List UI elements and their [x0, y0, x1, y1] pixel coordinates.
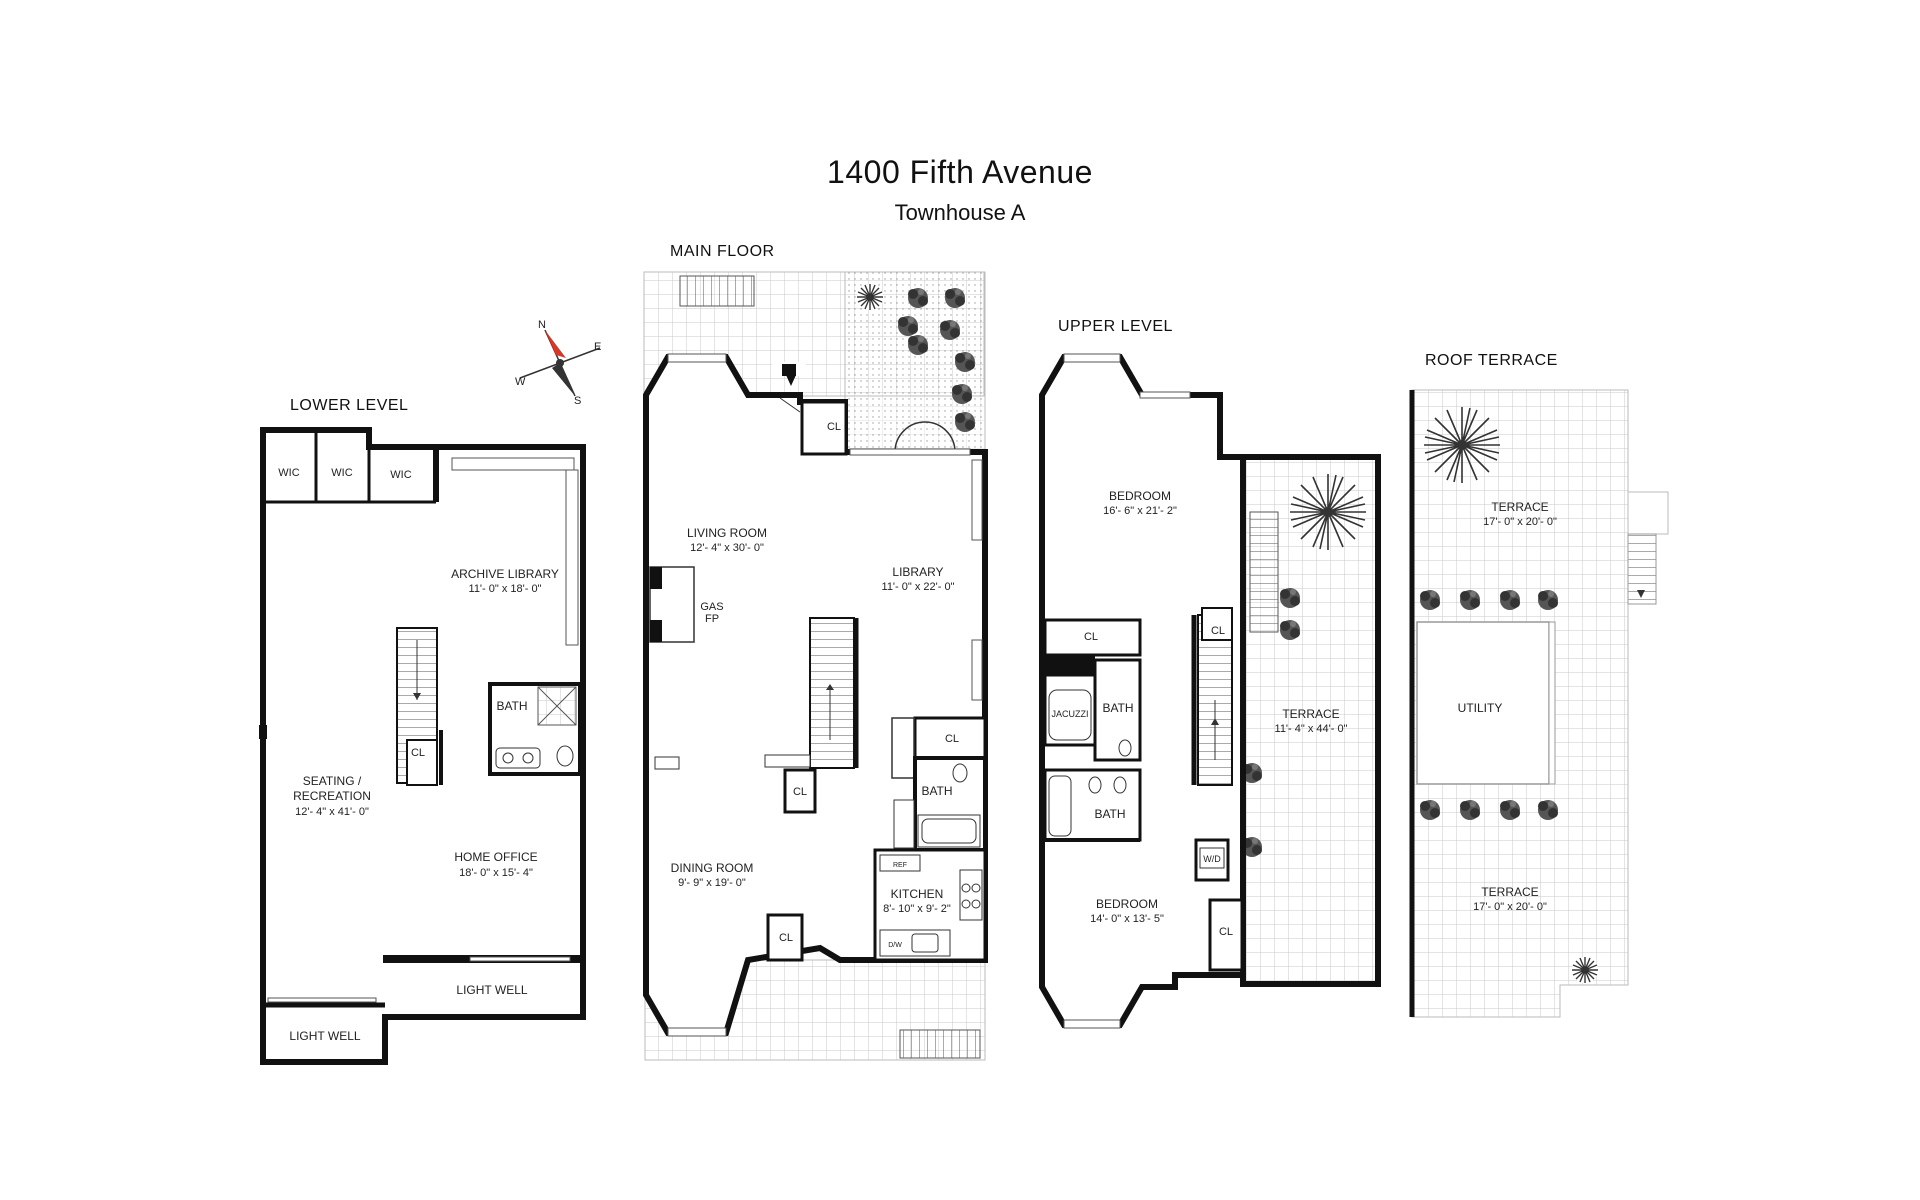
main-floor-plan: CL LIVING ROOM 12'- 4" x 30'- 0" LIBRARY… — [643, 271, 988, 1061]
upper-level-label: UPPER LEVEL — [1058, 318, 1173, 335]
lower-level-plan: WIC WIC WIC ARCHIVE LIBRARY 11'- 0" x 18… — [259, 427, 586, 1065]
bedroom2-dim: 14'- 0" x 13'- 5" — [1090, 913, 1164, 925]
lower-bath-label: BATH — [496, 699, 527, 713]
library-dim: 11'- 0" x 22'- 0" — [882, 581, 955, 593]
main-bath-label: BATH — [921, 784, 952, 798]
dw-label: D/W — [888, 942, 902, 949]
home-office-dim: 18'- 0" x 15'- 4" — [459, 867, 533, 879]
upper-cl-2: CL — [1211, 625, 1225, 637]
main-cl-stair: CL — [793, 786, 807, 798]
lower-wic-3: WIC — [390, 469, 411, 481]
gas-label: GAS — [700, 601, 723, 613]
seating-dim: 12'- 4" x 41'- 0" — [295, 806, 369, 818]
seating-name-1: SEATING / — [303, 774, 362, 788]
kitchen-dim: 8'- 10" x 9'- 2" — [883, 903, 951, 915]
plan-title: 1400 Fifth Avenue — [827, 154, 1093, 190]
compass-n: N — [538, 319, 546, 331]
bedroom1-name: BEDROOM — [1109, 489, 1171, 503]
archive-library-dim: 11'- 0" x 18'- 0" — [469, 583, 542, 595]
kitchen-name: KITCHEN — [891, 887, 944, 901]
wd-label: W/D — [1203, 854, 1221, 864]
lower-lightwell-2: LIGHT WELL — [289, 1029, 360, 1043]
upper-bath-1: BATH — [1102, 701, 1133, 715]
upper-terrace-dim: 11'- 4" x 44'- 0" — [1275, 723, 1348, 735]
main-cl-mid: CL — [945, 733, 959, 745]
fp-label: FP — [705, 613, 719, 625]
lower-wic-2: WIC — [331, 467, 352, 479]
plan-subtitle: Townhouse A — [894, 200, 1026, 225]
lower-lightwell-1: LIGHT WELL — [456, 983, 527, 997]
lower-cl-label: CL — [411, 747, 425, 759]
roof-terrace-label: ROOF TERRACE — [1425, 352, 1558, 369]
upper-cl-1: CL — [1084, 631, 1098, 643]
roof-terrace1-dim: 17'- 0" x 20'- 0" — [1483, 516, 1557, 528]
library-name: LIBRARY — [892, 565, 943, 579]
home-office-name: HOME OFFICE — [454, 850, 537, 864]
living-room-dim: 12'- 4" x 30'- 0" — [690, 542, 764, 554]
ref-label: REF — [893, 862, 907, 869]
compass-s: S — [574, 395, 581, 407]
upper-terrace-name: TERRACE — [1282, 707, 1339, 721]
upper-bath-2: BATH — [1094, 807, 1125, 821]
upper-cl-3: CL — [1219, 926, 1233, 938]
roof-terrace2-dim: 17'- 0" x 20'- 0" — [1473, 901, 1547, 913]
dining-room-name: DINING ROOM — [671, 861, 754, 875]
seating-name-2: RECREATION — [293, 789, 371, 803]
bedroom1-dim: 16'- 6" x 21'- 2" — [1103, 505, 1177, 517]
roof-terrace-plan: TERRACE 17'- 0" x 20'- 0" UTILITY TERRAC… — [1409, 389, 1669, 1018]
roof-terrace2-name: TERRACE — [1481, 885, 1538, 899]
main-cl-dining: CL — [779, 932, 793, 944]
upper-level-plan: BEDROOM 16'- 6" x 21'- 2" CL CL JACUZZI … — [1039, 353, 1381, 1029]
compass-w: W — [515, 376, 526, 388]
main-cl-entry: CL — [827, 421, 841, 433]
living-room-name: LIVING ROOM — [687, 526, 767, 540]
main-floor-label: MAIN FLOOR — [670, 243, 775, 260]
lower-wic-1: WIC — [278, 467, 299, 479]
archive-library-name: ARCHIVE LIBRARY — [451, 567, 559, 581]
bedroom2-name: BEDROOM — [1096, 897, 1158, 911]
dining-room-dim: 9'- 9" x 19'- 0" — [678, 877, 746, 889]
roof-terrace1-name: TERRACE — [1491, 500, 1548, 514]
compass-rose-icon: N E S W — [515, 319, 601, 407]
utility-label: UTILITY — [1458, 701, 1503, 715]
compass-e: E — [594, 341, 601, 353]
lower-level-label: LOWER LEVEL — [290, 397, 409, 414]
jacuzzi-label: JACUZZI — [1052, 709, 1089, 719]
